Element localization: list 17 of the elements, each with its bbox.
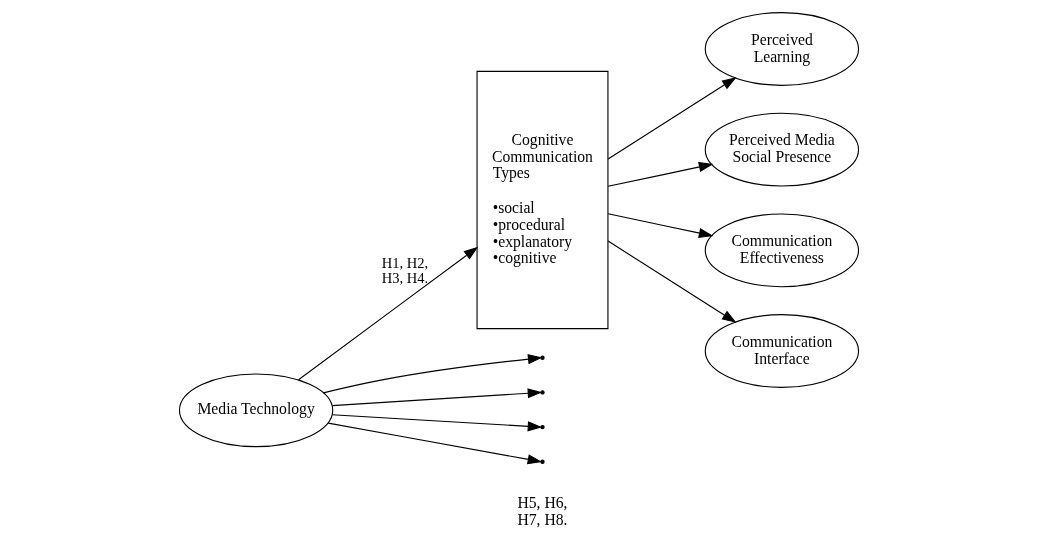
arrow xyxy=(607,240,737,323)
arrow xyxy=(298,246,479,381)
edge-label: H1, H2, H3, H4. xyxy=(381,254,429,287)
label: H5, H6, H7, H8. xyxy=(517,493,568,528)
arrow xyxy=(607,162,714,187)
arrow xyxy=(607,213,714,238)
arrow xyxy=(331,414,543,432)
node-box: Cognitive Communication Types •social •procedural •explanatory •cognitive xyxy=(476,70,609,330)
arrow xyxy=(322,354,543,394)
arrow xyxy=(331,388,543,407)
node-ellipse: Media Technology xyxy=(178,373,334,448)
node-ellipse: Perceived Media Social Presence xyxy=(704,112,860,187)
node-ellipse: Communication Interface xyxy=(704,314,860,388)
node-ellipse: Perceived Learning xyxy=(704,12,860,86)
arrow xyxy=(607,77,737,160)
node-ellipse: Communication Effectiveness xyxy=(704,213,860,288)
arrow xyxy=(327,422,543,465)
